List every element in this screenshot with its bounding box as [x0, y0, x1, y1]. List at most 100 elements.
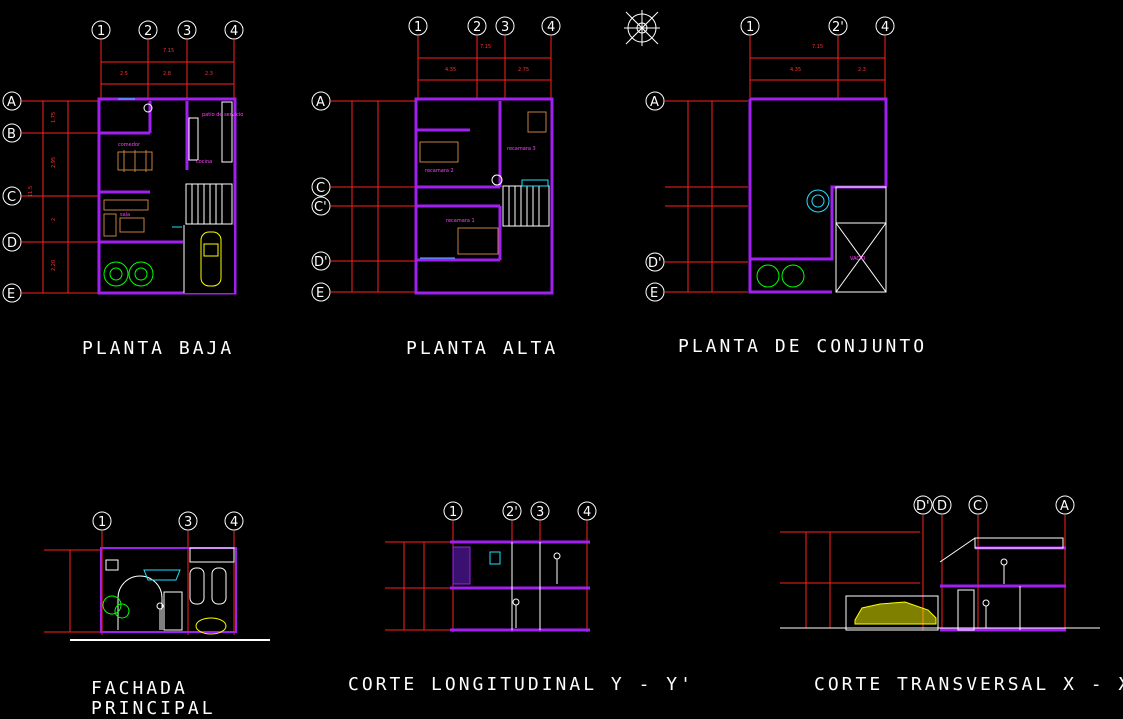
cl-column-axes	[443, 501, 597, 521]
pa-axis-row-c: C	[316, 181, 325, 196]
pb-dim-side-total: 11.5	[28, 186, 34, 197]
pb-dining-table	[117, 150, 153, 172]
ct-axis-col-d-prime: D'	[916, 499, 930, 514]
pa-beds	[419, 111, 547, 255]
pa-column-axes	[408, 16, 561, 36]
title-planta-baja: PLANTA BAJA	[82, 338, 235, 359]
pc-axis-col-4: 4	[881, 20, 889, 35]
ct-person-icon	[982, 558, 1008, 628]
pc-axis-col-1: 1	[746, 20, 754, 35]
pb-axis-lines	[22, 40, 235, 294]
pa-dim-total: 7.15	[480, 44, 491, 50]
pc-tank-icon	[806, 189, 830, 213]
fa-axis-col-4: 4	[230, 515, 238, 530]
pa-lamp-icon	[491, 174, 503, 186]
pb-dim-side-3: 2	[51, 218, 57, 221]
pb-room-comedor: comedor	[118, 142, 141, 148]
title-fachada-line2: PRINCIPAL	[91, 698, 216, 719]
cl-person-icon	[512, 552, 561, 628]
pb-column-axes	[91, 20, 244, 40]
pb-axis-col-4: 4	[230, 24, 238, 39]
pa-axis-col-4: 4	[547, 20, 555, 35]
fa-car-icon	[195, 617, 227, 635]
pa-windows	[420, 179, 549, 259]
pb-axis-row-d: D	[7, 236, 17, 251]
planta-conjunto-plan: 1 2' 4 A D' E 7.15 4.35 2.3	[645, 16, 895, 302]
pb-dim-2: 2.8	[163, 71, 171, 77]
ct-axis-col-a: A	[1060, 499, 1069, 514]
fa-axis-col-3: 3	[184, 515, 192, 530]
pb-axis-row-b: B	[7, 127, 16, 142]
pa-axis-col-1: 1	[414, 20, 422, 35]
ct-axis-col-c: C	[973, 499, 982, 514]
pa-stair	[502, 185, 550, 227]
pc-axis-row-d-prime: D'	[648, 256, 662, 271]
pb-dim-3: 2.3	[205, 71, 213, 77]
pb-dim-side-4: 2.20	[51, 260, 57, 271]
title-corte-transversal: CORTE TRANSVERSAL X - X'	[814, 674, 1123, 695]
cl-axis-col-1: 1	[449, 505, 457, 520]
stair-icon	[185, 183, 233, 225]
fa-axis-lines	[44, 531, 235, 635]
corte-longitudinal: 1 2' 3 4	[385, 501, 597, 632]
pc-axis-row-a: A	[650, 95, 659, 110]
pb-dim-1: 2.5	[120, 71, 128, 77]
planta-alta-plan: 1 2 3 4 A C C' D' E 7.15 4.35 2.75	[311, 16, 561, 302]
cl-closet	[452, 546, 471, 585]
fa-outline	[100, 547, 237, 633]
pa-axis-row-d-prime: D'	[314, 255, 328, 270]
pa-row-axes	[311, 91, 331, 302]
pa-room-recamara-3: recamara 3	[507, 146, 536, 152]
pc-tree-icon	[756, 264, 805, 288]
pb-axis-col-3: 3	[183, 24, 191, 39]
cl-walls	[511, 542, 541, 630]
pa-axis-col-2: 2	[473, 20, 481, 35]
pa-axis-row-c-prime: C'	[314, 200, 327, 215]
pb-axis-col-1: 1	[97, 24, 105, 39]
pa-room-recamara-2: recamara 2	[425, 168, 454, 174]
pb-room-cocina: cocina	[196, 159, 212, 165]
pc-dim-total: 7.15	[812, 44, 823, 50]
pb-axis-row-e: E	[7, 287, 15, 302]
pb-room-sala: sala	[120, 212, 130, 218]
pa-axis-row-a: A	[316, 95, 325, 110]
pa-axis-lines	[331, 36, 552, 293]
cl-axis-col-3: 3	[536, 505, 544, 520]
corte-transversal: D' D C A	[780, 495, 1100, 632]
fa-window	[143, 569, 181, 581]
pc-column-axes	[740, 16, 895, 36]
pb-windows	[118, 98, 182, 228]
title-corte-longitudinal: CORTE LONGITUDINAL Y - Y'	[348, 674, 694, 695]
pa-axis-col-3: 3	[501, 20, 509, 35]
pb-walls	[97, 97, 237, 295]
ct-structure	[845, 537, 1064, 631]
fa-plant-icon	[102, 595, 130, 619]
pb-row-axes	[2, 91, 22, 303]
fa-openings	[105, 547, 235, 631]
pa-axis-row-e: E	[316, 286, 324, 301]
pc-dim-1: 4.35	[790, 67, 801, 73]
pb-wc-icon	[143, 103, 153, 113]
pa-walls	[414, 97, 554, 295]
pb-axis-row-c: C	[7, 190, 16, 205]
pc-dim-2: 2.3	[858, 67, 866, 73]
pc-room-vacio: VACIO	[850, 256, 865, 262]
title-fachada-line1: FACHADA	[91, 678, 188, 699]
ct-slabs	[940, 546, 1066, 632]
cl-axis-col-4: 4	[583, 505, 591, 520]
person-icon	[156, 602, 164, 630]
title-planta-alta: PLANTA ALTA	[406, 338, 559, 359]
cl-sink-icon	[489, 551, 501, 565]
pb-sofa	[103, 199, 149, 237]
fa-column-axes	[92, 511, 244, 531]
pb-dim-side-2: 2.95	[51, 157, 57, 168]
pb-kitchen	[188, 101, 233, 163]
fachada-principal: 1 3 4	[44, 511, 270, 641]
pb-dim-side-1: 1.75	[51, 112, 57, 123]
pc-row-axes	[645, 91, 665, 302]
planta-baja-plan: 1 2 3 4 A B C D E 7.15 2.5 2.8 2.3 11.5 …	[2, 20, 244, 303]
pb-garage	[184, 225, 234, 293]
car-icon	[200, 231, 222, 287]
pa-dim-2: 2.75	[518, 67, 529, 73]
